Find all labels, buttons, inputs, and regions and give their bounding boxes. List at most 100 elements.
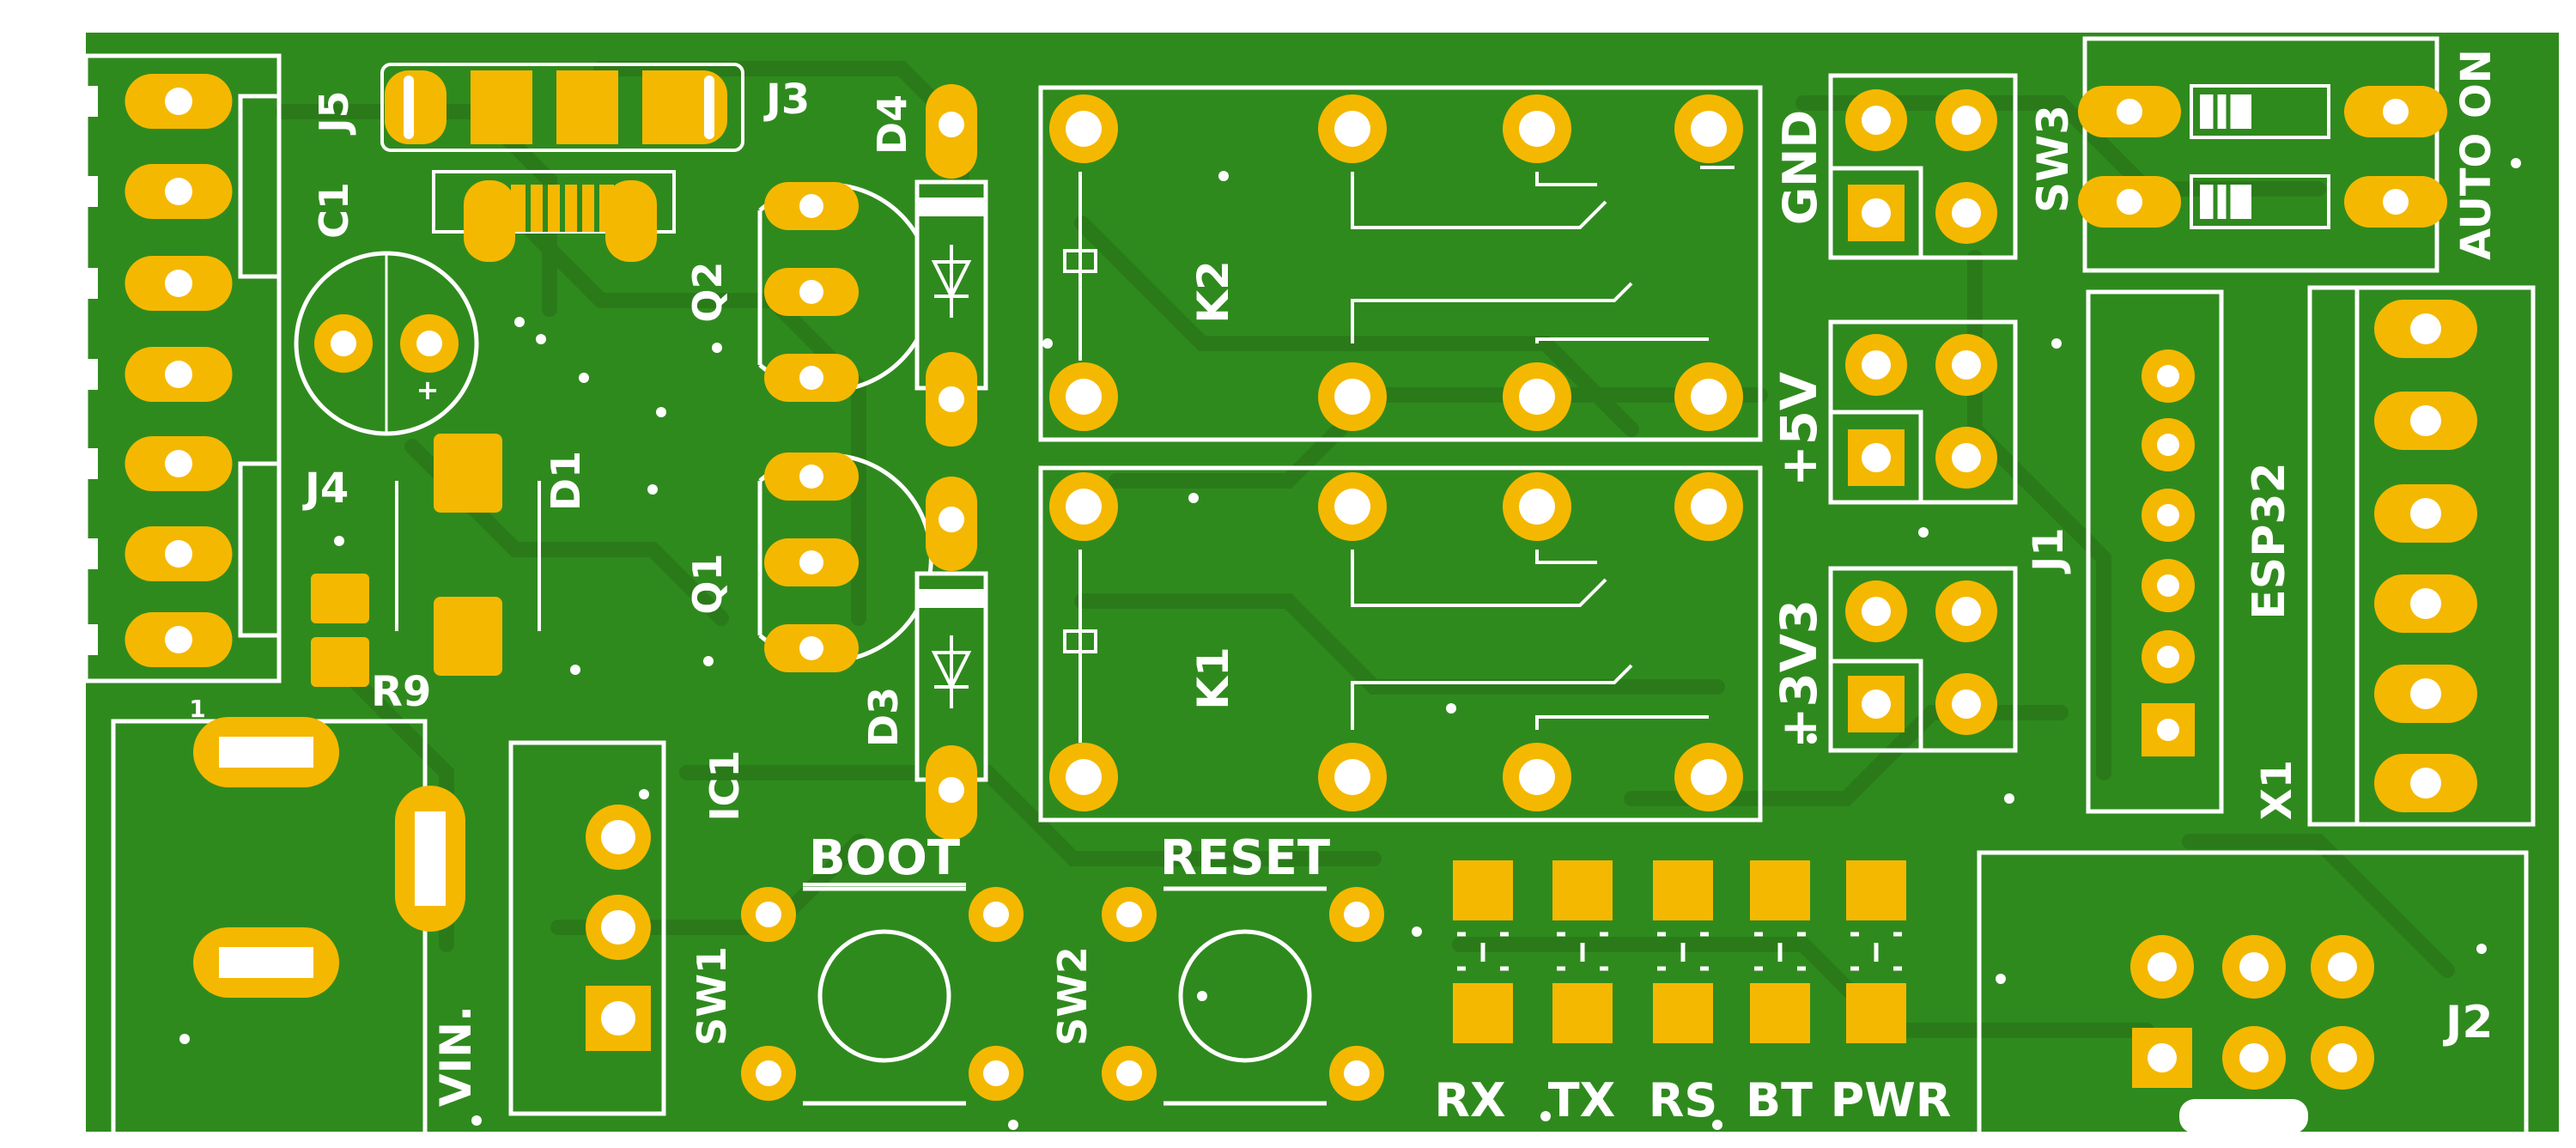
capacitor-c1-electrolytic: + bbox=[294, 251, 479, 436]
gnd-pad-4-drill bbox=[1952, 198, 1981, 228]
j2-pad-4-drill bbox=[2148, 1043, 2177, 1072]
j5-pad-7-drill bbox=[165, 626, 192, 653]
j5-pin-mark-6 bbox=[86, 538, 98, 569]
plus3v3-pad-2-drill bbox=[1952, 597, 1981, 626]
vin-barrel-jack: 1 bbox=[111, 695, 465, 1132]
label-esp32: ESP32 bbox=[2244, 462, 2295, 619]
x1-pad-1-drill bbox=[2410, 313, 2441, 344]
sw1-button[interactable] bbox=[741, 886, 1024, 1106]
j1-pad-2-drill bbox=[2157, 434, 2179, 456]
relay-pad-8-drill bbox=[1691, 379, 1727, 415]
relay-pad-15-drill bbox=[1519, 759, 1555, 795]
led-bottom-pad-1 bbox=[1453, 983, 1513, 1043]
j1-pad-5-drill bbox=[2157, 646, 2179, 668]
label-pwr: PWR bbox=[1831, 1073, 1952, 1127]
relay-pad-12-drill bbox=[1691, 489, 1727, 525]
relay-pad-7-drill bbox=[1519, 379, 1555, 415]
j3-connector bbox=[380, 63, 744, 152]
led-top-pad-1 bbox=[1453, 860, 1513, 920]
q2-transistor bbox=[757, 182, 933, 402]
label-j2: J2 bbox=[2443, 997, 2494, 1048]
j5-pad-4-drill bbox=[165, 361, 192, 388]
label-sw1: SW1 bbox=[689, 946, 735, 1046]
plus3v3-pad-3-drill bbox=[1862, 689, 1891, 719]
label-sw3: SW3 bbox=[2028, 105, 2078, 213]
d3-diode bbox=[914, 477, 988, 840]
relay-pad-11-drill bbox=[1519, 489, 1555, 525]
led-bottom-pad-5 bbox=[1846, 983, 1906, 1043]
gnd-pad-1-drill bbox=[1862, 106, 1891, 135]
relay-pad-6-drill bbox=[1334, 379, 1370, 415]
led-top-pad-5 bbox=[1846, 860, 1906, 920]
j5-pad-5-drill bbox=[165, 450, 192, 477]
ic1-regulator bbox=[508, 740, 666, 1116]
plus5v-pad-1-drill bbox=[1862, 350, 1891, 380]
relay-pad-3-drill bbox=[1519, 111, 1555, 147]
k2-relay bbox=[1038, 85, 1763, 442]
x1-pad-4-drill bbox=[2410, 588, 2441, 619]
led-top-pad-4 bbox=[1750, 860, 1810, 920]
x1-pad-6-drill bbox=[2410, 768, 2441, 799]
j2-pad-2-drill bbox=[2239, 952, 2269, 981]
gnd-pad-2-drill bbox=[1952, 106, 1981, 135]
j5-pad-2-drill bbox=[165, 178, 192, 205]
label-r9: R9 bbox=[371, 668, 431, 716]
label-rx: RX bbox=[1434, 1073, 1505, 1127]
q1-transistor bbox=[757, 453, 933, 672]
label-d4: D4 bbox=[869, 94, 915, 155]
led-top-pad-2 bbox=[1552, 860, 1613, 920]
label-ic1: IC1 bbox=[702, 750, 748, 822]
x1-pad-3-drill bbox=[2410, 498, 2441, 529]
label-tx: TX bbox=[1548, 1073, 1615, 1127]
c1-footprint bbox=[432, 170, 676, 262]
label-k2: K2 bbox=[1188, 260, 1238, 324]
j5-pad-6-drill bbox=[165, 540, 192, 568]
label-gnd: GND bbox=[1773, 110, 1827, 225]
relay-pad-13-drill bbox=[1066, 759, 1102, 795]
vin-pin1-mark: 1 bbox=[189, 695, 205, 723]
led-bottom-pad-3 bbox=[1653, 983, 1713, 1043]
label-j5: J5 bbox=[311, 90, 357, 135]
j2-pads bbox=[2130, 935, 2374, 1090]
relay-pad-10-drill bbox=[1334, 489, 1370, 525]
label-vin: VIN. bbox=[431, 1005, 481, 1107]
led-bottom-pad-2 bbox=[1552, 983, 1613, 1043]
j2-pad-5-drill bbox=[2239, 1043, 2269, 1072]
led-bottom-pad-4 bbox=[1750, 983, 1810, 1043]
relay-pad-2-drill bbox=[1334, 111, 1370, 147]
plus5v-pad-3-drill bbox=[1862, 443, 1891, 472]
x1-pads bbox=[2374, 300, 2477, 812]
j5-pin-mark-7 bbox=[86, 624, 98, 655]
plus5v-pad-2-drill bbox=[1952, 350, 1981, 380]
relay-pads bbox=[1049, 94, 1743, 811]
plus3v3-pad-1-drill bbox=[1862, 597, 1891, 626]
j2-pad-3-drill bbox=[2328, 952, 2357, 981]
relay-pad-4-drill bbox=[1691, 111, 1727, 147]
plus5v-pad-4-drill bbox=[1952, 443, 1981, 472]
label-auto-on: AUTO ON bbox=[2452, 49, 2500, 260]
k1-relay bbox=[1038, 465, 1763, 823]
j5-pin-mark-4 bbox=[86, 359, 98, 390]
label-x1: X1 bbox=[2253, 760, 2301, 820]
x1-connector bbox=[2307, 285, 2536, 827]
label-bt: BT bbox=[1746, 1073, 1813, 1127]
x1-pad-5-drill bbox=[2410, 678, 2441, 709]
sw2-button[interactable] bbox=[1102, 886, 1384, 1106]
j5-pad-1-drill bbox=[165, 88, 192, 115]
j5-pad-3-drill bbox=[165, 270, 192, 297]
plus3v3-jumper bbox=[1828, 566, 2018, 753]
jumper-pads bbox=[1845, 89, 1997, 735]
plus3v3-pad-4-drill bbox=[1952, 689, 1981, 719]
j5-pads bbox=[86, 74, 233, 667]
j5-pin-mark-2 bbox=[86, 176, 98, 207]
label-q2: Q2 bbox=[684, 261, 731, 322]
label-j3: J3 bbox=[763, 76, 810, 124]
plus5v-jumper bbox=[1828, 319, 2018, 505]
vias bbox=[179, 124, 2521, 1130]
label-k1: K1 bbox=[1188, 647, 1238, 710]
j2-pad-6-drill bbox=[2328, 1043, 2357, 1072]
relay-pad-1-drill bbox=[1066, 111, 1102, 147]
label-c1: C1 bbox=[311, 182, 357, 239]
d4-diode bbox=[914, 84, 988, 446]
